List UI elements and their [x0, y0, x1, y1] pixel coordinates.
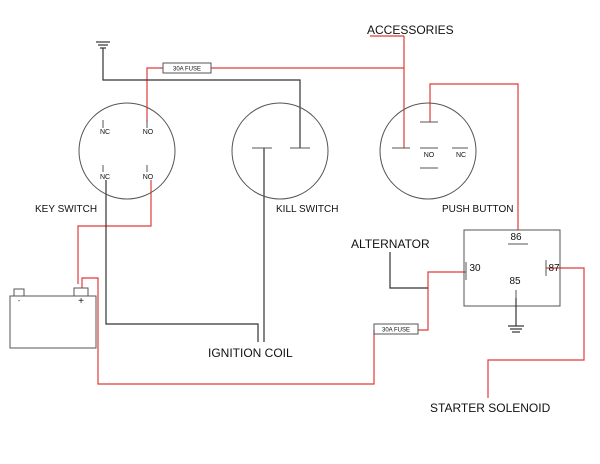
wire-key-to-ignition: [105, 180, 259, 342]
wire-relay87-to-solenoid: [487, 267, 585, 398]
push-button-label: PUSH BUTTON: [442, 204, 514, 215]
kill-switch-label: KILL SWITCH: [276, 204, 338, 215]
push-contact-no: NO: [424, 152, 435, 159]
alternator-label: ALTERNATOR: [351, 237, 430, 251]
key-contact-no-bottom: NO: [143, 174, 154, 181]
relay-pin-30: 30: [469, 263, 481, 274]
key-contact-nc-bottom: NC: [100, 174, 110, 181]
wire-fuse-to-relay30: [418, 271, 466, 331]
ground-symbol-relay: [508, 298, 524, 333]
wire-alternator: [389, 252, 428, 289]
battery-negative: -: [18, 298, 21, 305]
fuse-top-label: 30A FUSE: [173, 67, 201, 73]
key-contact-no-top: NO: [143, 129, 154, 136]
starter-solenoid-label: STARTER SOLENOID: [430, 401, 551, 415]
wire-key-to-battery: [77, 180, 152, 284]
ignition-coil-label: IGNITION COIL: [208, 346, 293, 360]
fuse-bottom: 30A FUSE: [373, 323, 419, 335]
relay-pin-87: 87: [548, 263, 560, 274]
battery: - +: [9, 287, 97, 349]
relay-pin-85: 85: [509, 276, 521, 287]
battery-positive: +: [78, 296, 84, 307]
hot-wires: [77, 35, 585, 398]
relay-pin-86: 86: [510, 232, 522, 243]
key-switch-label: KEY SWITCH: [35, 204, 97, 215]
key-contact-nc-top: NC: [100, 129, 110, 136]
push-contact-nc: NC: [456, 152, 466, 159]
kill-switch: [231, 102, 329, 200]
push-button: NO NC: [379, 102, 477, 200]
wire-battery-to-fuse: [81, 277, 375, 385]
wire-accessory-feed: [146, 67, 163, 122]
fuse-bottom-label: 30A FUSE: [382, 328, 410, 334]
wire-ground-to-killswitch: [102, 48, 301, 148]
key-switch: NC NO NC NO: [78, 102, 176, 200]
accessories-label: ACCESSORIES: [367, 23, 454, 37]
relay: 86 30 85 87: [463, 229, 561, 307]
ground-symbol-top: [96, 41, 110, 49]
ground-wires: [102, 48, 428, 342]
fuse-top: 30A FUSE: [162, 62, 212, 74]
